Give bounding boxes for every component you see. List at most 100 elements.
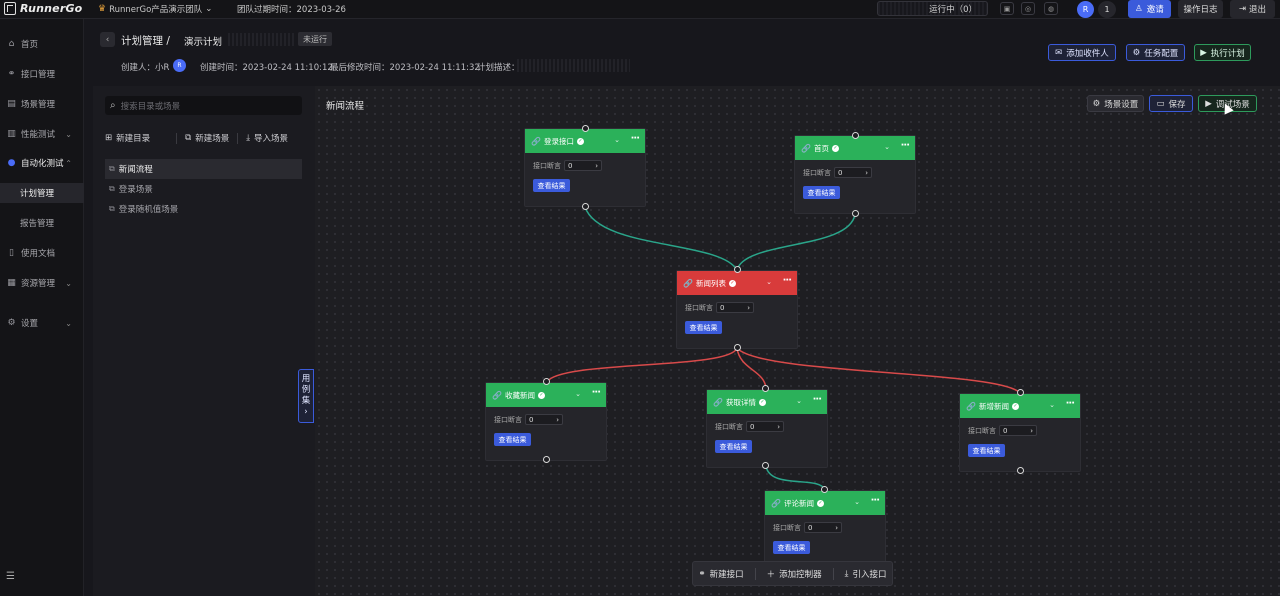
node-input-port[interactable] bbox=[1017, 389, 1024, 396]
invite-button[interactable]: ♙ 邀请 bbox=[1128, 0, 1171, 18]
scene-settings-button[interactable]: ⚙ 场景设置 bbox=[1087, 95, 1144, 112]
task-config-button[interactable]: ⚙ 任务配置 bbox=[1126, 44, 1185, 61]
view-result-button[interactable]: 查看结果 bbox=[773, 541, 810, 554]
assert-select[interactable]: 0› bbox=[716, 302, 754, 313]
chevron-down-icon[interactable]: ⌄ bbox=[1049, 401, 1055, 409]
add-recipient-button[interactable]: ✉ 添加收件人 bbox=[1048, 44, 1116, 61]
chevron-down-icon[interactable]: ⌄ bbox=[575, 390, 581, 398]
collapse-sidebar-icon[interactable]: ☰ bbox=[6, 571, 15, 582]
more-icon[interactable]: ··· bbox=[1065, 398, 1075, 409]
api-node[interactable]: 🔗 获取详情 ✓ ⌄ ··· 接口断言 0› 查看结果 bbox=[706, 389, 828, 468]
logout-button[interactable]: ⇥ 退出 bbox=[1230, 0, 1275, 18]
view-result-button[interactable]: 查看结果 bbox=[494, 433, 531, 446]
running-status[interactable]: 运行中（0） bbox=[877, 1, 988, 16]
feedback-icon[interactable]: ▣ bbox=[1000, 2, 1014, 15]
node-input-port[interactable] bbox=[582, 125, 589, 132]
node-header[interactable]: 🔗 新增新闻 ✓ ⌄ ··· bbox=[960, 394, 1080, 418]
new-api-button[interactable]: ⚭ 新建接口 bbox=[699, 568, 744, 580]
node-output-port[interactable] bbox=[582, 203, 589, 210]
more-icon[interactable]: ··· bbox=[782, 275, 792, 286]
node-header[interactable]: 🔗 评论新闻 ✓ ⌄ ··· bbox=[765, 491, 885, 515]
import-api-button[interactable]: ⤓ 引入接口 bbox=[845, 568, 887, 580]
assert-select[interactable]: 0› bbox=[525, 414, 563, 425]
chevron-down-icon[interactable]: ⌄ bbox=[884, 143, 890, 151]
node-output-port[interactable] bbox=[1017, 467, 1024, 474]
operation-log-button[interactable]: 操作日志 bbox=[1178, 0, 1223, 18]
api-node[interactable]: 🔗 收藏新闻 ✓ ⌄ ··· 接口断言 0› 查看结果 bbox=[485, 382, 607, 461]
breadcrumb-parent[interactable]: 计划管理 / bbox=[121, 35, 170, 47]
gear-icon: ⚙ bbox=[1092, 98, 1101, 109]
node-input-port[interactable] bbox=[852, 132, 859, 139]
assert-select[interactable]: 0› bbox=[746, 421, 784, 432]
nav-api-management[interactable]: ⚭ 接口管理 bbox=[0, 64, 84, 84]
view-result-button[interactable]: 查看结果 bbox=[533, 179, 570, 192]
assert-select[interactable]: 0› bbox=[804, 522, 842, 533]
team-switcher[interactable]: ♛ RunnerGo产品演示团队 ⌄ bbox=[98, 3, 212, 15]
node-header[interactable]: 🔗 首页 ✓ ⌄ ··· bbox=[795, 136, 915, 160]
node-header[interactable]: 🔗 获取详情 ✓ ⌄ ··· bbox=[707, 390, 827, 414]
link-icon: 🔗 bbox=[801, 143, 811, 153]
view-result-button[interactable]: 查看结果 bbox=[968, 444, 1005, 457]
more-icon[interactable]: ··· bbox=[630, 133, 640, 144]
chevron-down-icon[interactable]: ⌄ bbox=[614, 136, 620, 144]
nav-report-management[interactable]: 报告管理 bbox=[20, 219, 55, 229]
api-node[interactable]: 🔗 评论新闻 ✓ ⌄ ··· 接口断言 0› 查看结果 bbox=[764, 490, 886, 569]
node-header[interactable]: 🔗 收藏新闻 ✓ ⌄ ··· bbox=[486, 383, 606, 407]
tree-item[interactable]: ⧉ 新闻流程 bbox=[105, 159, 302, 179]
node-output-port[interactable] bbox=[852, 210, 859, 217]
tree-item[interactable]: ⧉ 登录随机值场景 bbox=[105, 199, 302, 219]
chevron-down-icon[interactable]: ⌄ bbox=[796, 397, 802, 405]
api-node[interactable]: 🔗 新增新闻 ✓ ⌄ ··· 接口断言 0› 查看结果 bbox=[959, 393, 1081, 472]
assert-select[interactable]: 0› bbox=[564, 160, 602, 171]
run-plan-button[interactable]: ▶ 执行计划 bbox=[1194, 44, 1251, 61]
member-count[interactable]: 1 bbox=[1098, 1, 1116, 18]
chevron-down-icon[interactable]: ⌄ bbox=[854, 498, 860, 506]
logo[interactable]: RunnerGo bbox=[4, 2, 82, 15]
node-input-port[interactable] bbox=[734, 266, 741, 273]
view-result-button[interactable]: 查看结果 bbox=[685, 321, 722, 334]
user-avatar[interactable]: R bbox=[1077, 1, 1094, 18]
new-folder-button[interactable]: ⊞ 新建目录 bbox=[105, 132, 150, 144]
node-header[interactable]: 🔗 登录接口 ✓ ⌄ ··· bbox=[525, 129, 645, 153]
nav-settings[interactable]: ⚙ 设置 ⌄ bbox=[0, 313, 84, 333]
more-icon[interactable]: ··· bbox=[870, 495, 880, 506]
assert-select[interactable]: 0› bbox=[999, 425, 1037, 436]
add-controller-button[interactable]: ＋ 添加控制器 bbox=[767, 568, 822, 580]
node-output-port[interactable] bbox=[734, 344, 741, 351]
node-input-port[interactable] bbox=[762, 385, 769, 392]
api-node[interactable]: 🔗 登录接口 ✓ ⌄ ··· 接口断言 0› 查看结果 bbox=[524, 128, 646, 207]
nav-auto-test[interactable]: ● 自动化测试 ⌃ bbox=[0, 153, 84, 173]
api-node[interactable]: 🔗 首页 ✓ ⌄ ··· 接口断言 0› 查看结果 bbox=[794, 135, 916, 214]
back-button[interactable]: ‹ bbox=[100, 32, 115, 47]
debug-scene-button[interactable]: ▶ 调试场景 bbox=[1198, 95, 1257, 112]
tree-item[interactable]: ⧉ 登录场景 bbox=[105, 179, 302, 199]
more-icon[interactable]: ··· bbox=[812, 394, 822, 405]
nav-docs[interactable]: ▯ 使用文档 bbox=[0, 243, 84, 263]
node-header[interactable]: 🔗 新闻列表 ✓ ⌄ ··· bbox=[677, 271, 797, 295]
usecase-collection-tab[interactable]: 用 例 集 › bbox=[298, 369, 314, 423]
assert-select[interactable]: 0› bbox=[834, 167, 872, 178]
api-node[interactable]: 🔗 新闻列表 ✓ ⌄ ··· 接口断言 0› 查看结果 bbox=[676, 270, 798, 349]
search-input[interactable]: ⌕ 搜索目录或场景 bbox=[105, 96, 302, 115]
new-scene-button[interactable]: ⧉ 新建场景 bbox=[185, 132, 229, 144]
view-result-button[interactable]: 查看结果 bbox=[803, 186, 840, 199]
github-icon[interactable]: ◎ bbox=[1021, 2, 1035, 15]
tree-item-label: 登录随机值场景 bbox=[118, 205, 179, 215]
node-output-port[interactable] bbox=[762, 462, 769, 469]
nav-resource-management[interactable]: ▦ 资源管理 ⌄ bbox=[0, 273, 84, 293]
node-output-port[interactable] bbox=[543, 456, 550, 463]
import-scene-button[interactable]: ⤓ 导入场景 bbox=[246, 132, 288, 144]
nav-plan-management[interactable]: 计划管理 bbox=[0, 183, 84, 203]
nav-scene-management[interactable]: ▤ 场景管理 bbox=[0, 94, 84, 114]
chevron-down-icon[interactable]: ⌄ bbox=[766, 278, 772, 286]
node-input-port[interactable] bbox=[821, 486, 828, 493]
more-icon[interactable]: ··· bbox=[591, 387, 601, 398]
add-recipient-label: 添加收件人 bbox=[1066, 48, 1109, 59]
view-result-button[interactable]: 查看结果 bbox=[715, 440, 752, 453]
more-icon[interactable]: ··· bbox=[900, 140, 910, 151]
nav-performance-test[interactable]: ▥ 性能测试 ⌄ bbox=[0, 124, 84, 144]
nav-home[interactable]: ⌂ 首页 bbox=[0, 34, 84, 54]
node-input-port[interactable] bbox=[543, 378, 550, 385]
save-button[interactable]: ▭ 保存 bbox=[1149, 95, 1193, 112]
help-icon[interactable]: ◍ bbox=[1044, 2, 1058, 15]
